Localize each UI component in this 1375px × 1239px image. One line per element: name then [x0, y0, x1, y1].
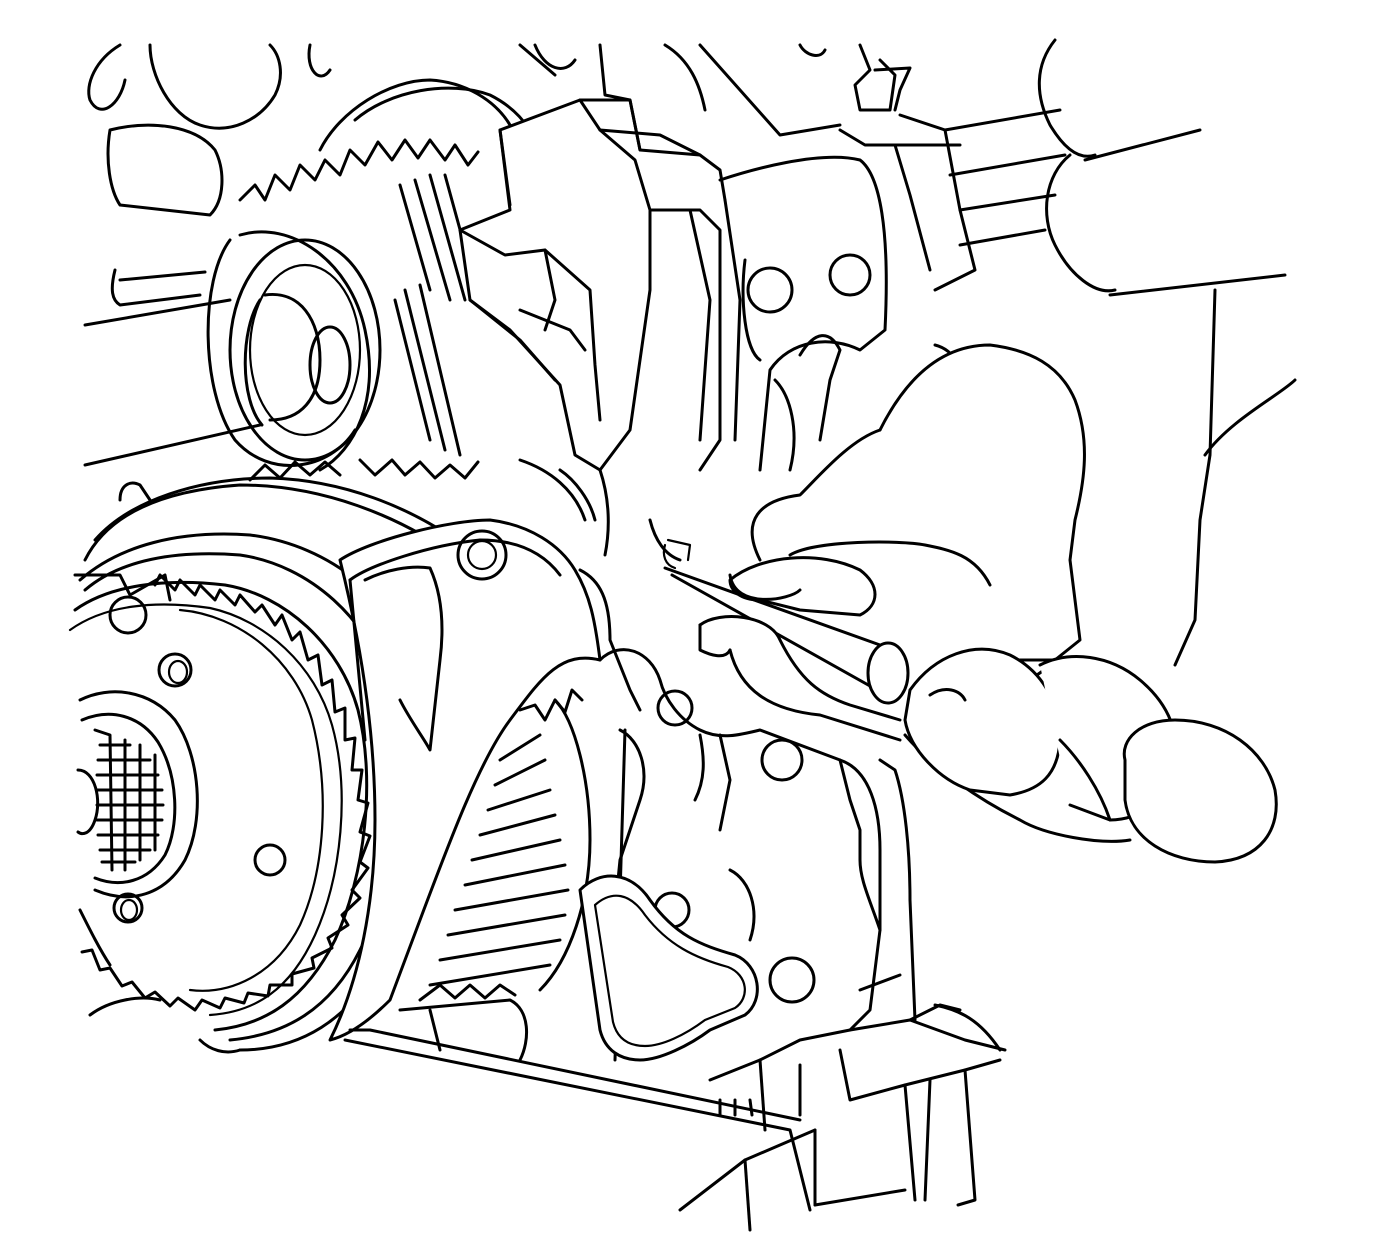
flange-hole — [108, 595, 148, 635]
left-housing-details — [78, 458, 682, 1054]
drift-punch-tool — [662, 538, 910, 705]
gear-teeth-ring — [80, 573, 372, 1012]
cover-bolt-hole — [760, 738, 804, 782]
upper-helical-gear — [238, 78, 547, 482]
flange-hole — [253, 843, 287, 877]
bolt-hole — [746, 266, 794, 314]
lower-housing-cover — [578, 648, 917, 1062]
bolt-hole — [828, 253, 872, 297]
shift-fork — [458, 98, 742, 472]
cover-bolt-hole — [656, 689, 694, 727]
hand-holding-punch — [698, 343, 1132, 843]
gear-carrier-plate — [328, 518, 642, 1042]
transmission-case-outline — [87, 38, 1297, 667]
cover-bolt-hole — [768, 956, 816, 1004]
lower-helical-gear — [398, 688, 592, 1062]
rear-housing-plate — [718, 155, 961, 472]
carrier-pivot-hole — [456, 529, 508, 581]
mallet-hammer — [903, 647, 1278, 864]
flange-bolt-hole — [112, 892, 144, 924]
upper-shaft — [83, 230, 382, 472]
flange-bolt-hole — [157, 652, 193, 688]
mounting-stand-base — [343, 1003, 1007, 1232]
